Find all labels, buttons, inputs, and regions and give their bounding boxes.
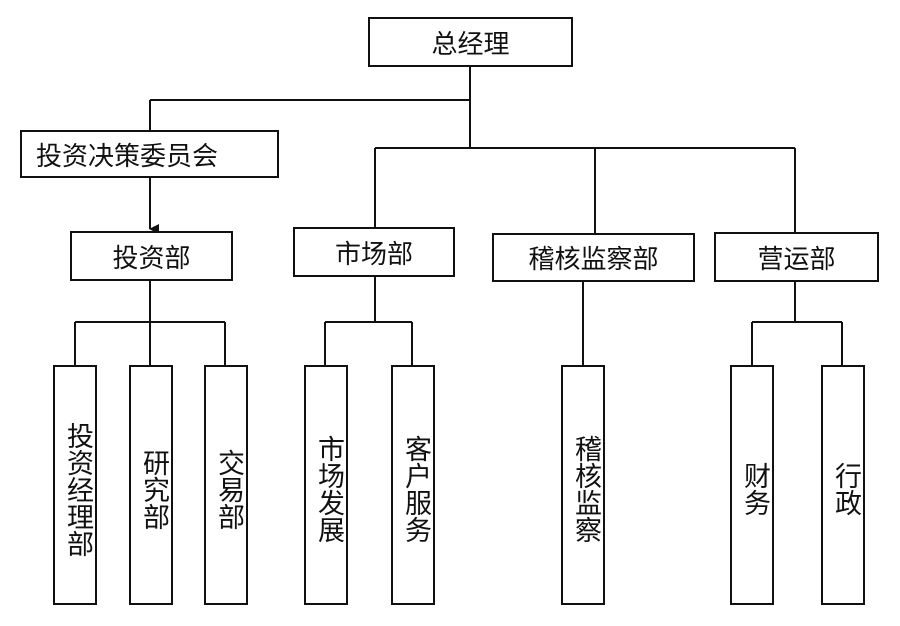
investment-dept-label: 投资部 [112,243,191,274]
sub-dept-box: 投资经理部 [53,365,97,605]
sub-dept-box: 客户服务 [391,365,435,605]
committee-box: 投资决策委员会 [20,130,279,178]
sub-dept-box: 交易部 [204,365,248,605]
operations-dept-box: 营运部 [714,232,879,282]
market-dept-label: 市场部 [334,239,413,270]
sub-dept-box: 行政 [821,365,865,605]
sub-dept-box: 财务 [730,365,774,605]
gm-box: 总经理 [368,17,573,67]
sub-dept-box: 市场发展 [304,365,348,605]
sub-dept-label: 财务 [739,462,770,516]
sub-dept-label: 研究部 [138,448,169,530]
sub-dept-label: 交易部 [213,448,244,530]
gm-label: 总经理 [431,29,510,60]
operations-dept-label: 营运部 [757,244,836,275]
committee-label: 投资决策委员会 [36,141,219,172]
sub-dept-box: 研究部 [129,365,173,605]
investment-dept-box: 投资部 [70,231,233,281]
sub-dept-label: 客户服务 [400,435,431,543]
market-dept-box: 市场部 [293,227,455,277]
audit-dept-box: 稽核监察部 [492,233,695,282]
sub-dept-label: 投资经理部 [62,421,93,557]
sub-dept-box: 稽核监察 [561,365,605,605]
sub-dept-label: 行政 [830,462,861,516]
sub-dept-label: 稽核监察 [570,435,601,543]
audit-dept-label: 稽核监察部 [528,245,659,275]
sub-dept-label: 市场发展 [313,435,344,543]
